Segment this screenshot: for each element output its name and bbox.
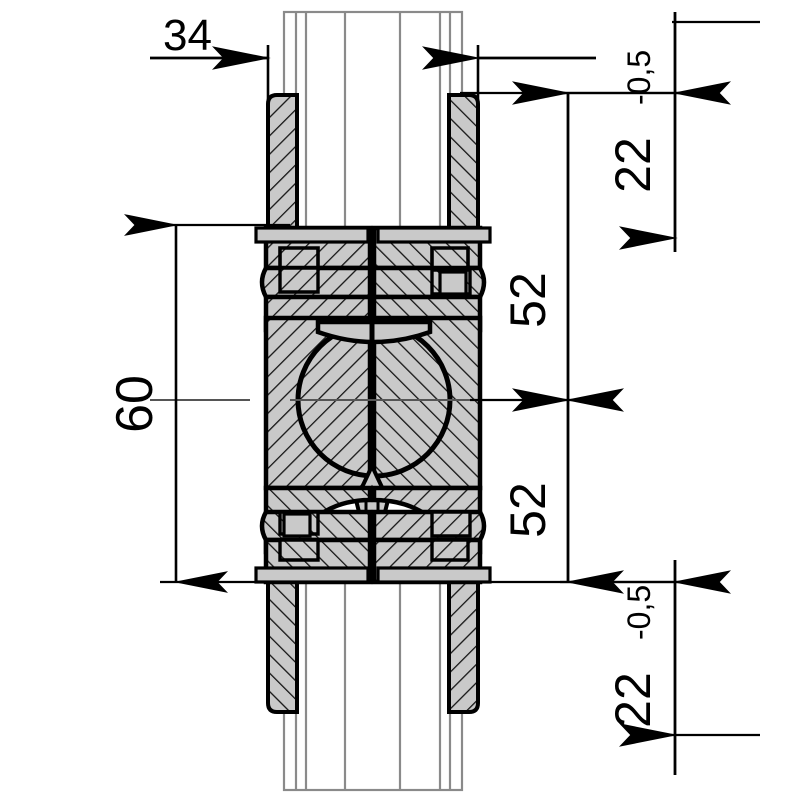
dimension-22-upper-text-group: 22 -0,5 bbox=[605, 50, 661, 193]
hinge-body-lower bbox=[254, 509, 492, 585]
upper-flange-recess bbox=[254, 226, 492, 244]
dimension-22-upper: 22 -0,5 bbox=[560, 12, 760, 252]
lower-tube-section-walls bbox=[266, 576, 480, 714]
upper-tube-section-walls bbox=[266, 93, 480, 230]
dimension-22-upper-tolerance: -0,5 bbox=[621, 50, 657, 105]
dimension-34: 34 bbox=[150, 11, 596, 108]
dimension-22-upper-label: 22 bbox=[605, 137, 661, 193]
dimension-34-label: 34 bbox=[163, 11, 212, 60]
dimension-22-lower-text-group: 22 -0,5 bbox=[605, 585, 661, 728]
dimension-52-upper-label: 52 bbox=[500, 272, 556, 328]
dimension-22-lower-label: 22 bbox=[605, 672, 661, 728]
dimension-52-lower-label: 52 bbox=[500, 482, 556, 538]
dimension-22-lower-tolerance: -0,5 bbox=[621, 585, 657, 640]
dimension-60: 60 bbox=[106, 214, 290, 593]
dimension-22-lower: 22 -0,5 bbox=[560, 560, 760, 775]
dimension-60-label: 60 bbox=[106, 375, 164, 433]
dimension-52-upper: 52 bbox=[460, 81, 690, 412]
